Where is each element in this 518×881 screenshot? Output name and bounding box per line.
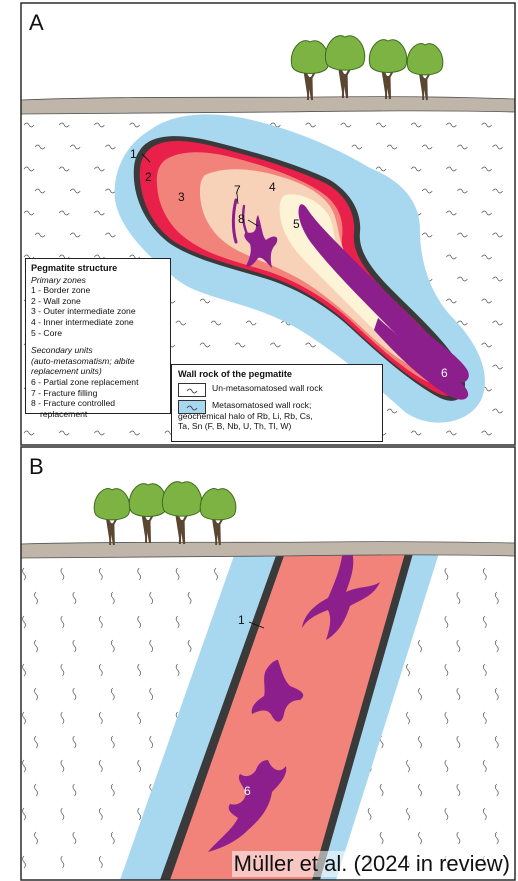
legend-secondary-item: 6 - Partial zone replacement: [31, 377, 165, 388]
zone-label-6-a: 6: [441, 366, 448, 380]
unmetasomatosed-swatch: [178, 383, 206, 397]
legend-wall-heading: Wall rock of the pegmatite: [178, 369, 376, 379]
legend-structure-heading: Pegmatite structure: [31, 263, 165, 274]
legend-secondary-title: Secondary units: [31, 345, 165, 356]
zone-label-5-a: 5: [293, 217, 300, 231]
legend-primary-item: 1 - Border zone: [31, 285, 165, 296]
legend-wall-item-1: Un-metasomatosed wall rock: [212, 383, 323, 393]
legend-primary-item: 2 - Wall zone: [31, 296, 165, 307]
panel-b: [21, 447, 515, 880]
panel-a-label: A: [29, 10, 44, 35]
pegmatite-structure-legend: Pegmatite structure Primary zones 1 - Bo…: [25, 258, 171, 414]
legend-wall-item-2: Metasomatosed wall rock;: [212, 400, 313, 410]
zone-label-1-a: 1: [130, 147, 137, 161]
zone-label-3-a: 3: [178, 190, 185, 204]
zone-label-1-b: 1: [238, 613, 245, 627]
panel-b-label: B: [29, 454, 44, 479]
legend-secondary-subtitle: (auto-metasomatism; albite: [31, 356, 165, 367]
legend-primary-item: 4 - Inner intermediate zone: [31, 317, 165, 328]
legend-primary-item: 5 - Core: [31, 328, 165, 339]
zone-label-6-b: 6: [244, 784, 251, 798]
zone-label-7-a: 7: [234, 183, 241, 197]
wall-rock-legend: Wall rock of the pegmatite Un-metasomato…: [171, 364, 383, 442]
legend-wall-item-2-cont: Ta, Sn (F, B, Nb, U, Th, Tl, W): [178, 421, 313, 431]
zone-label-8-a: 8: [238, 212, 245, 226]
legend-primary-item: 3 - Outer intermediate zone: [31, 306, 165, 317]
legend-wall-row-metasomatosed: Metasomatosed wall rock; geochemical hal…: [178, 400, 376, 431]
legend-wall-row-unmetasomatosed: Un-metasomatosed wall rock: [178, 383, 376, 397]
legend-primary-title: Primary zones: [31, 275, 165, 286]
ground-a: [21, 97, 515, 114]
legend-secondary-item: 7 - Fracture filling: [31, 388, 165, 399]
legend-secondary-item: 8 - Fracture controlled: [31, 398, 165, 409]
legend-secondary-subtitle: replacement units): [31, 366, 165, 377]
legend-secondary-item-continuation: replacement: [31, 409, 165, 420]
zone-label-2-a: 2: [145, 170, 152, 184]
figure-credit: Müller et al. (2024 in review): [232, 851, 512, 877]
metasomatosed-swatch: [178, 400, 206, 414]
zone-label-4-a: 4: [269, 180, 276, 194]
